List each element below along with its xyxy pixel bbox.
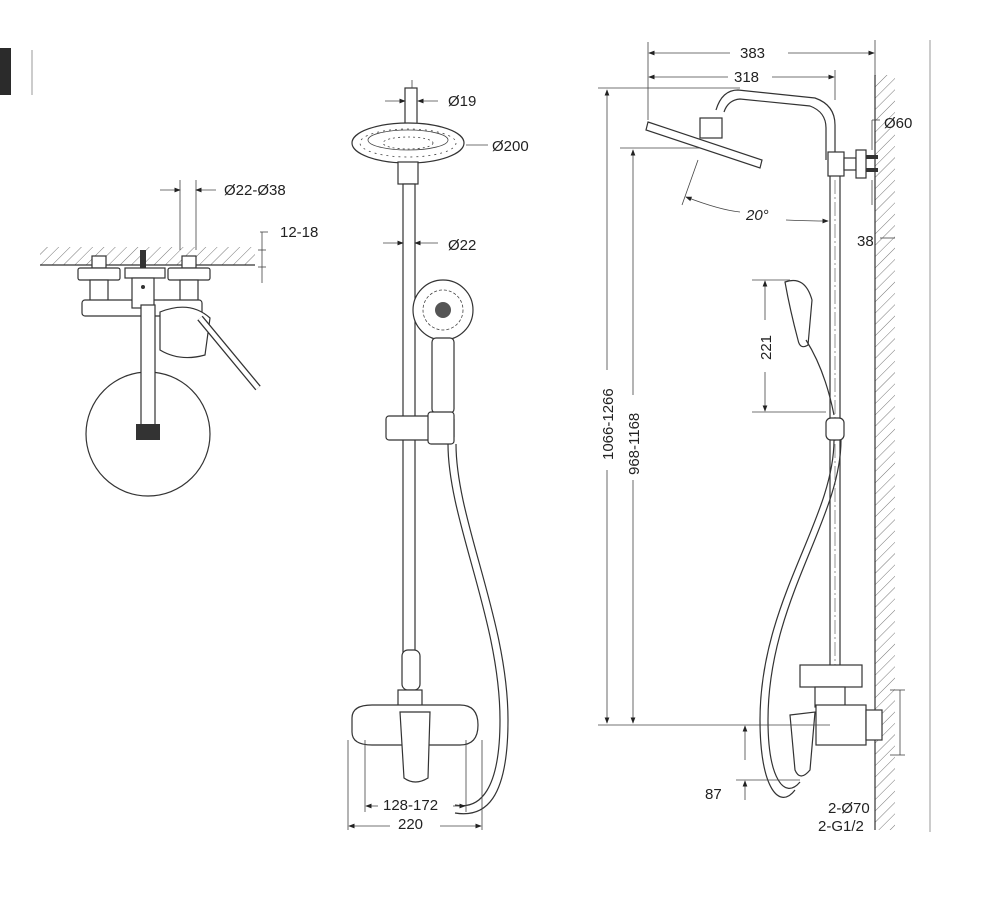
dim-mixer-offset: 87: [705, 786, 722, 803]
dim-arm-total: 383: [740, 45, 765, 62]
dim-hand-shower-range: 221: [758, 335, 775, 360]
dim-bracket-diameter: Ø60: [884, 115, 912, 132]
dim-wall-offset: 12-18: [280, 224, 318, 241]
ceiling-hatch: [40, 247, 255, 265]
dim-arm-reach: 318: [734, 69, 759, 86]
dim-escutcheon: 2-Ø70: [828, 800, 870, 817]
dim-rail-diameter: Ø22: [448, 237, 476, 254]
dim-pipe-diameter: Ø22-Ø38: [224, 182, 286, 199]
mixer-lever: [399, 711, 431, 783]
top-view: Ø22-Ø38 12-18: [40, 180, 318, 497]
dim-stem-diameter: Ø19: [448, 93, 476, 110]
dim-bracket-depth: 38: [857, 233, 874, 250]
front-view: Ø19 Ø200 Ø22 128-172 220: [347, 80, 529, 833]
dim-head-diameter: Ø200: [492, 138, 529, 155]
dim-center-distance: 128-172: [383, 797, 438, 814]
hand-shower: [784, 279, 813, 348]
diverter: [799, 664, 863, 688]
wall-hatch: [875, 75, 895, 830]
dim-tilt-angle: 20°: [745, 207, 769, 224]
side-view: 383 318 Ø60 38 20° 221 1066-1266 968-116…: [598, 40, 912, 835]
dim-total-height: 1066-1266: [600, 388, 617, 460]
side-tab-marker: [0, 48, 11, 95]
tilted-rain-head: [645, 121, 763, 169]
dim-head-height: 968-1168: [626, 413, 643, 475]
dim-thread: 2-G1/2: [818, 818, 864, 835]
dim-mixer-width: 220: [398, 816, 423, 833]
